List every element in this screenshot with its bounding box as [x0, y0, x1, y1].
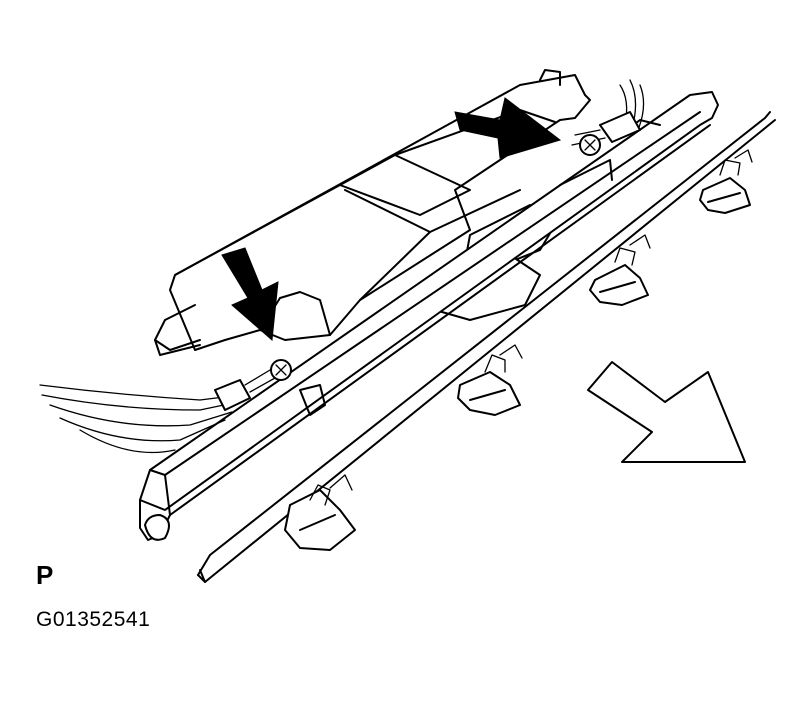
pointer-arrow-right [454, 97, 562, 159]
injector-1 [284, 474, 356, 551]
injector-2 [457, 344, 523, 416]
injector-4 [699, 149, 753, 214]
figure-id-label: G01352541 [36, 608, 151, 631]
pointer-arrow-left [221, 247, 279, 342]
injector-3 [589, 234, 651, 306]
mounting-plate [197, 111, 776, 583]
view-letter-label: P [36, 560, 54, 590]
wire-harness-right [571, 79, 645, 156]
fuel-rail [139, 91, 719, 541]
direction-arrow-outline [587, 361, 746, 463]
wire-harness-left [39, 359, 292, 454]
